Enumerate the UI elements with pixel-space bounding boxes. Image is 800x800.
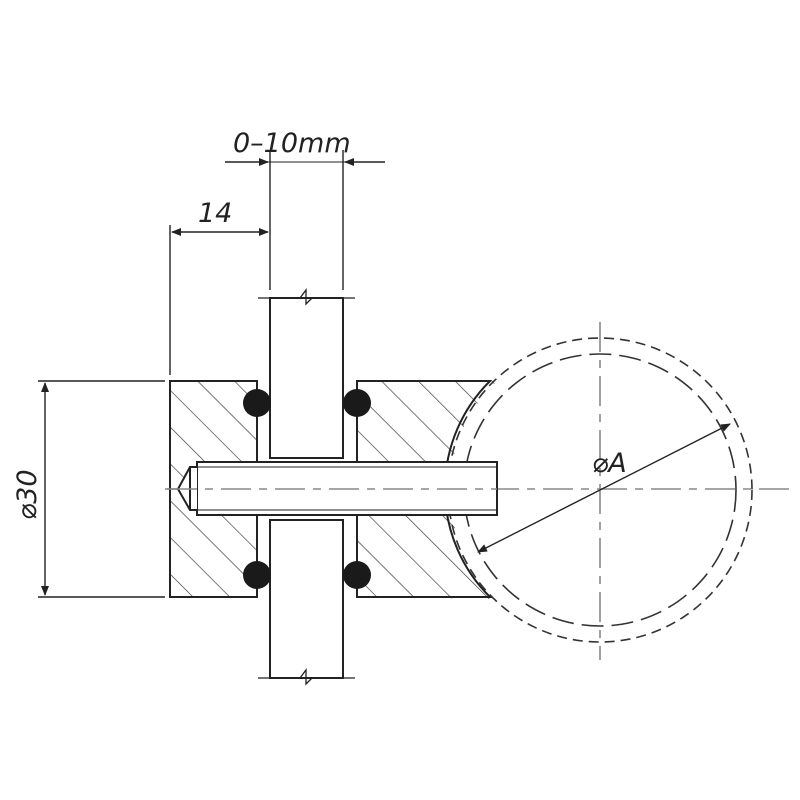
tube-diameter-label: ⌀A bbox=[592, 448, 627, 479]
dimension-tube-diameter bbox=[477, 423, 731, 553]
clamp-diameter-label: ⌀30 bbox=[12, 469, 43, 520]
glass-panel bbox=[258, 288, 355, 686]
dimension-clamp-diameter bbox=[38, 380, 165, 598]
gap-dimension-label: 0–10mm bbox=[233, 128, 351, 159]
dimension-offset bbox=[169, 225, 269, 375]
threaded-bolt bbox=[167, 461, 498, 516]
dimension-gap bbox=[225, 150, 385, 290]
o-rings bbox=[243, 389, 371, 589]
offset-dimension-label: 14 bbox=[198, 198, 232, 229]
